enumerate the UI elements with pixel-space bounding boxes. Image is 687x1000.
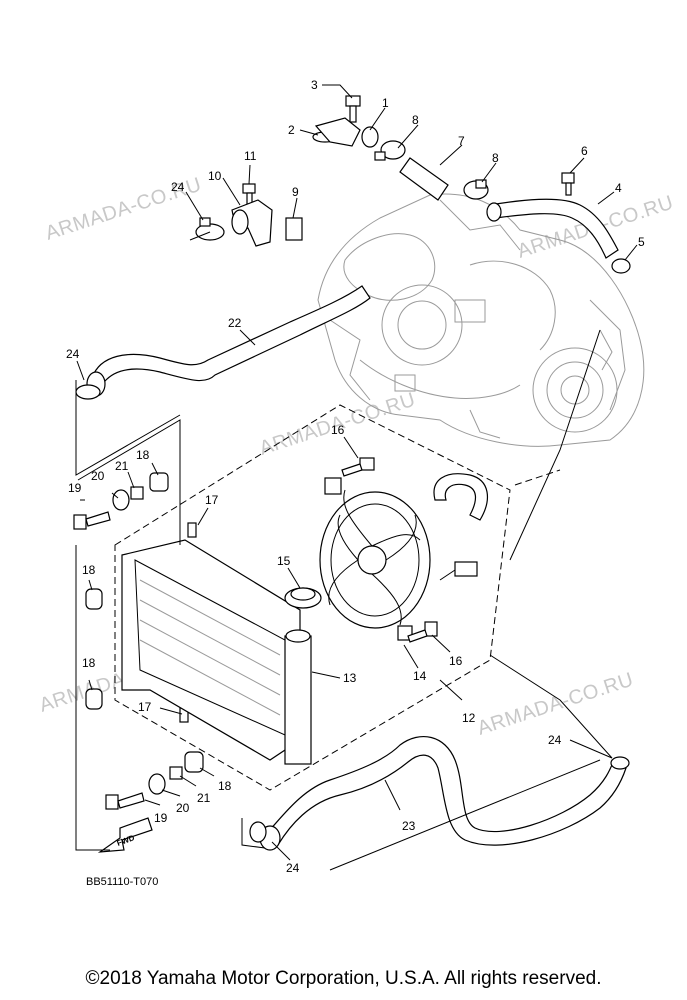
callout-12: 12 [462, 711, 476, 725]
callout-4: 4 [615, 181, 622, 195]
radiator-cap [284, 587, 322, 609]
callout-5: 5 [638, 235, 645, 249]
callout-17a: 17 [205, 493, 219, 507]
callout-19b: 19 [154, 811, 168, 825]
fwd-label: FWD [116, 833, 136, 848]
callout-10: 10 [208, 169, 222, 183]
callout-11: 11 [244, 149, 257, 163]
callout-18b: 18 [82, 563, 96, 577]
radiator [121, 539, 312, 765]
fwd-arrow-icon: FWD [97, 817, 153, 853]
callout-3: 3 [311, 78, 318, 92]
diagram-code: BB51110-T070 [86, 876, 158, 888]
fan-assembly [319, 473, 488, 641]
callout-13: 13 [343, 671, 357, 685]
callout-23: 23 [402, 819, 416, 833]
callout-15: 15 [277, 554, 291, 568]
callout-21b: 21 [197, 791, 211, 805]
callout-24c: 24 [548, 733, 562, 747]
callout-2: 2 [288, 123, 295, 137]
callout-22: 22 [228, 316, 242, 330]
callout-1: 1 [382, 96, 389, 110]
mounting-hardware [73, 472, 204, 810]
engine-outline [317, 193, 645, 447]
callout-24a: 24 [171, 180, 185, 194]
bolts [341, 457, 438, 643]
callouts: 1 2 3 4 5 6 7 8 8 9 10 11 12 13 14 15 16… [66, 78, 645, 875]
callout-7: 7 [458, 134, 465, 148]
callout-16b: 16 [449, 654, 463, 668]
callout-16a: 16 [331, 423, 345, 437]
callout-18c: 18 [82, 656, 96, 670]
callout-21a: 21 [115, 459, 129, 473]
callout-14: 14 [413, 669, 427, 683]
engine-fittings [195, 95, 631, 274]
leader-lines [75, 84, 638, 871]
callout-8b: 8 [492, 151, 499, 165]
upper-hose [75, 285, 371, 400]
parts-diagram: ARMADA-CO.RU ARMADA-CO.RU ARMADA-CO.RU A… [37, 78, 677, 888]
callout-24d: 24 [286, 861, 300, 875]
callout-18a: 18 [136, 448, 150, 462]
callout-24b: 24 [66, 347, 80, 361]
callout-9: 9 [292, 185, 299, 199]
callout-6: 6 [581, 144, 588, 158]
callout-17b: 17 [138, 700, 152, 714]
callout-20b: 20 [176, 801, 190, 815]
lower-hose [249, 736, 630, 851]
callout-8a: 8 [412, 113, 419, 127]
callout-18d: 18 [218, 779, 232, 793]
callout-19a: 19 [68, 481, 82, 495]
copyright-notice: ©2018 Yamaha Motor Corporation, U.S.A. A… [85, 968, 602, 989]
radiator-assembly-frame [114, 404, 561, 791]
watermark-5: ARMADA-CO.RU [475, 669, 637, 740]
callout-20a: 20 [91, 469, 105, 483]
